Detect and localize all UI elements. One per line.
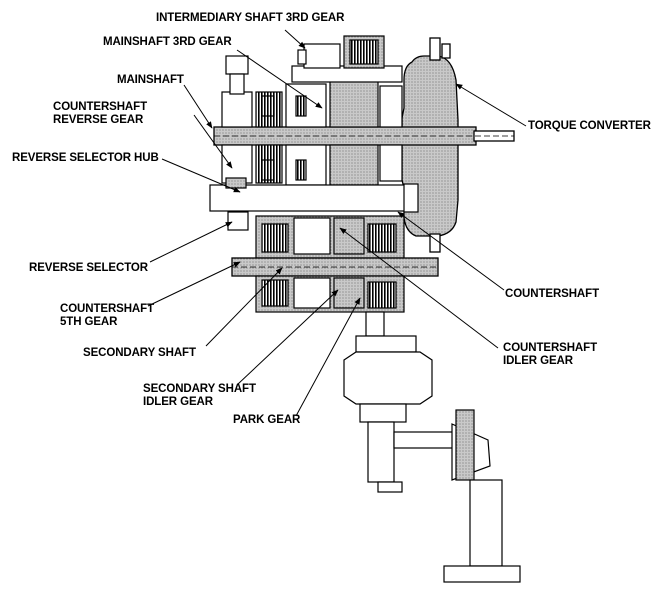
mainshaft-gear-stack — [221, 79, 403, 186]
mainshaft-shape — [213, 126, 515, 146]
label-countershaft: COUNTERSHAFT — [505, 288, 599, 300]
leader-secondary-shaft-idler-gear — [237, 289, 339, 385]
countershaft-gear-cluster — [227, 211, 405, 259]
differential-assembly-shape — [343, 311, 521, 583]
leader-intermediary-shaft-3rd-gear — [284, 29, 306, 49]
leader-secondary-shaft — [205, 267, 283, 347]
leader-reverse-selector — [149, 221, 233, 263]
leader-countershaft-idler-gear — [339, 227, 499, 349]
label-countershaft-idler-gear: COUNTERSHAFT IDLER GEAR — [503, 342, 597, 367]
leader-mainshaft — [183, 84, 213, 129]
secondary-shaft-gear-cluster — [255, 275, 405, 313]
leader-mainshaft-3rd-gear — [236, 49, 323, 109]
label-reverse-selector: REVERSE SELECTOR — [29, 262, 148, 274]
label-mainshaft-3rd-gear: MAINSHAFT 3RD GEAR — [103, 36, 232, 48]
leader-lines — [147, 29, 527, 417]
leader-torque-converter — [455, 83, 527, 127]
label-intermediary-shaft-3rd-gear: INTERMEDIARY SHAFT 3RD GEAR — [156, 12, 345, 24]
label-secondary-shaft: SECONDARY SHAFT — [83, 347, 196, 359]
label-mainshaft: MAINSHAFT — [117, 74, 184, 86]
leader-countershaft-reverse-gear — [193, 114, 233, 169]
leader-countershaft — [397, 211, 505, 291]
leader-reverse-selector-hub — [161, 158, 241, 193]
intermediary-shaft-shape — [225, 35, 403, 95]
label-countershaft-reverse-gear: COUNTERSHAFT REVERSE GEAR — [53, 101, 147, 126]
label-park-gear: PARK GEAR — [233, 414, 301, 426]
label-reverse-selector-hub: REVERSE SELECTOR HUB — [12, 152, 159, 164]
label-countershaft-5th-gear: COUNTERSHAFT 5TH GEAR — [60, 303, 154, 328]
label-torque-converter: TORQUE CONVERTER — [528, 120, 651, 132]
label-secondary-shaft-idler-gear: SECONDARY SHAFT IDLER GEAR — [143, 383, 256, 408]
leader-countershaft-5th-gear — [147, 261, 241, 307]
reverse-selector-hub-shape — [209, 177, 419, 213]
secondary-shaft-shape — [231, 257, 439, 277]
leader-park-gear — [295, 297, 361, 417]
